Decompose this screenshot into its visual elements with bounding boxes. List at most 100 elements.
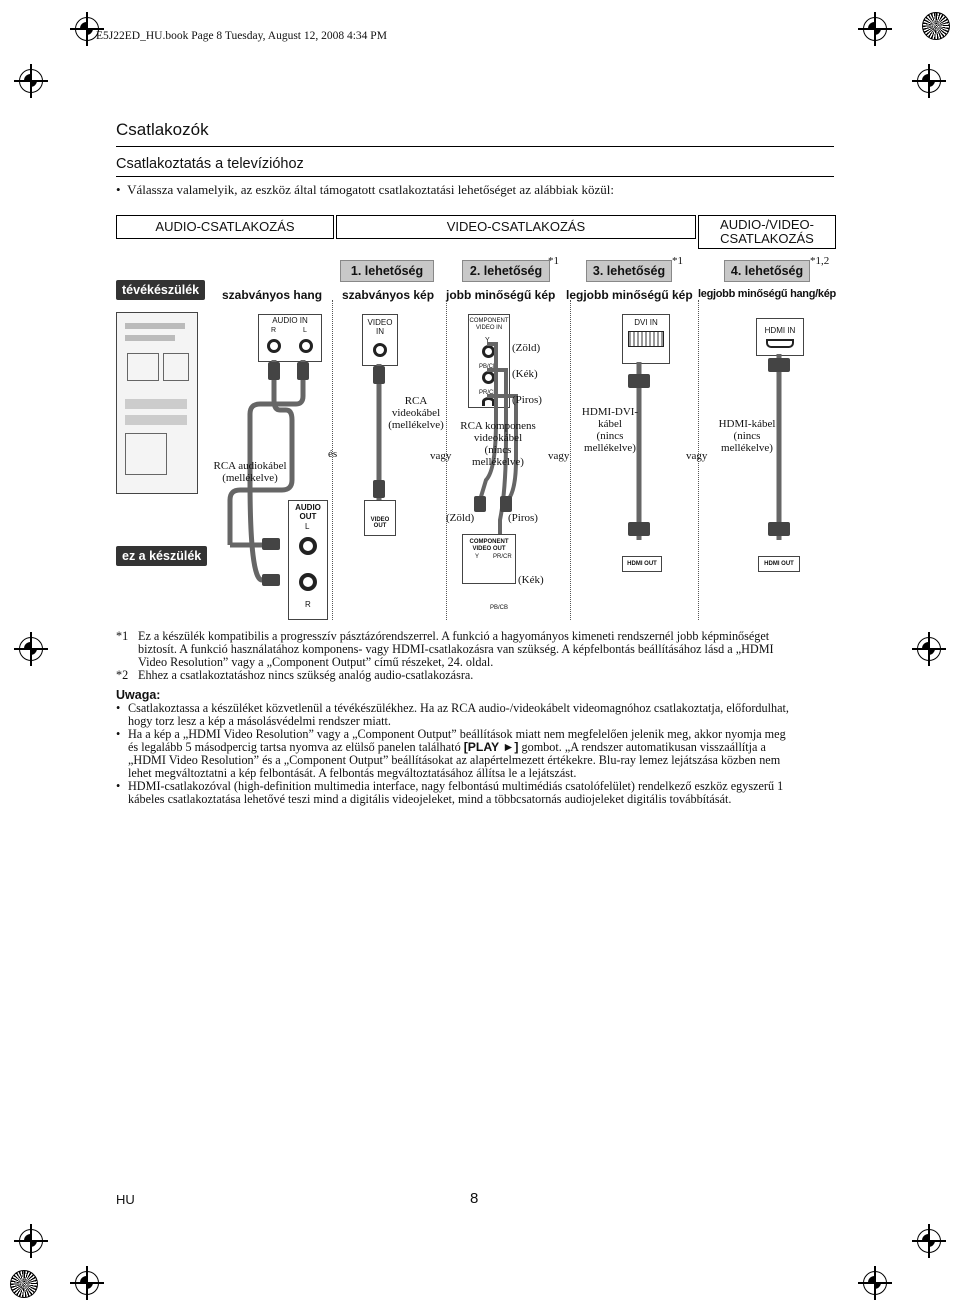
separator [332,300,333,620]
pr-label: PR/CR [493,554,512,560]
r-label: R [305,600,311,609]
option-3-footnote: *1 [672,255,683,267]
sub-title: Csatlakoztatás a televízióhoz [116,156,304,172]
unit-audio-out-panel: AUDIO OUT L R [288,500,328,620]
note-2-line3: „HDMI Video Resolution” és a „Component … [128,753,781,767]
dvi-port-icon [628,331,664,347]
hdmi-port-icon [766,339,794,348]
hdmi-dvi-line3: (nincs [596,430,624,442]
registration-mark-icon [14,632,48,666]
color-bar-star-icon [10,1270,38,1298]
hdmi-out-label: HDMI OUT [764,561,794,567]
av-category-line1: AUDIO-/VIDEO- [720,217,814,232]
audio-out-label-2: OUT [299,512,317,521]
audio-out-label-1: AUDIO [295,503,321,512]
green-label: (Zöld) [446,512,475,524]
rca-video-cable-label: RCA videokábel (mellékelve) [386,395,446,431]
hdmi-line2: (nincs [733,430,761,442]
bullet: • [116,701,121,715]
rca-video-line1: RCA [404,395,428,407]
tv-label: tévékészülék [116,280,206,300]
note-2-line2-c: gombot. „A rendszer automatikusan vissza… [518,740,766,754]
component-out-label-2: VIDEO OUT [472,546,506,552]
l-label: L [305,522,310,531]
note-2-line4: lehet megváltoztatni a kép felbontását. … [128,766,577,780]
separator [698,300,699,620]
audio-category: AUDIO-CSATLAKOZÁS [116,215,334,239]
tv-component-in-panel: COMPONENT VIDEO IN Y PB/CB PR/CR [468,314,510,408]
hdmi-dvi-line1: HDMI-DVI- [581,406,639,418]
video-category: VIDEO-CSATLAKOZÁS [336,215,696,239]
registration-mark-icon [14,64,48,98]
unit-video-out-panel: VIDEO OUT [364,500,396,536]
registration-mark-icon [14,1224,48,1258]
print-header: E5J22ED_HU.book Page 8 Tuesday, August 1… [96,30,387,42]
footnote-2-line1: Ehhez a csatlakoztatáshoz nincs szükség … [138,668,474,682]
registration-mark-icon [70,12,104,46]
title-rule [116,146,834,147]
note-1-line2: hogy torz lesz a kép a másolásvédelmi re… [128,714,391,728]
video-out-label-1: VIDEO [370,517,390,523]
registration-mark-icon [912,1224,946,1258]
footnote-1-line3: Video Resolution” vagy a „Component Outp… [138,655,494,669]
footnote-2-mark: *2 [116,668,129,682]
footnote-1-line2: biztosít. A funkció használatához kompon… [138,642,774,656]
registration-mark-icon [912,632,946,666]
av-category: AUDIO-/VIDEO- CSATLAKOZÁS [698,215,836,249]
green-label: (Zöld) [512,342,541,354]
y-label: Y [475,554,480,560]
rca-video-line3: (mellékelve) [388,419,444,431]
rca-component-cable-label: RCA komponens videokábel (nincs mellékel… [456,420,540,468]
note-3-line2: kábeles csatlakoztatása lehetővé teszi m… [128,792,732,806]
pr-label: PR/CR [479,390,498,396]
note-2-line2: és legalább 5 másodpercig tartsa nyomva … [128,740,766,754]
av-category-line2: CSATLAKOZÁS [720,231,814,246]
blue-label: (Kék) [512,368,538,380]
video-in-label-2: IN [376,327,384,336]
jack-icon [482,371,495,384]
rca-audio-line1: RCA audiokábel [213,460,287,472]
subtitle-rule [116,176,834,177]
note-2-line1: Ha a kép a „HDMI Video Resolution” vagy … [128,727,786,741]
page-number: 8 [470,1190,479,1207]
jack-icon [299,537,317,555]
separator [446,300,447,620]
notes-title: Uwaga: [116,688,161,702]
hdmi-line1: HDMI-kábel [718,418,776,430]
tv-video-in-panel: VIDEO IN [362,314,398,366]
l-label: L [303,327,307,334]
pb-label: PB/CB [479,364,498,370]
video-out-label-2: OUT [373,523,387,529]
component-in-label-2: VIDEO IN [475,325,503,331]
registration-mark-icon [912,64,946,98]
component-out-label-1: COMPONENT [469,539,509,545]
intro-bullet: • Válassza valamelyik, az eszköz által t… [116,182,614,197]
option-2: 2. lehetőség [462,260,550,282]
footnote-1-mark: *1 [116,629,129,643]
cables-diagram [227,342,790,586]
tv-hdmi-in-panel: HDMI IN [756,318,804,356]
component-in-label-1: COMPONENT [469,318,509,324]
audio-in-label: AUDIO IN [272,316,308,325]
hdmi-out-label: HDMI OUT [627,561,657,567]
separator [570,300,571,620]
quality-best-picture: legjobb minőségű kép [566,288,693,302]
red-label: (Piros) [512,394,542,406]
rca-comp-line1: RCA komponens [460,420,536,432]
this-unit-label: ez a készülék [116,546,208,566]
video-in-label-1: VIDEO [367,318,393,327]
r-label: R [271,327,277,334]
pb-label: PB/CB [490,605,509,611]
rca-audio-cable-label: RCA audiokábel (mellékelve) [200,460,300,484]
registration-mark-icon [858,12,892,46]
rca-comp-line4: mellékelve) [472,456,524,468]
hdmi-cable-label: HDMI-kábel (nincs mellékelve) [712,418,782,454]
red-label: (Piros) [508,512,538,524]
or-label: vagy [548,450,570,462]
unit-hdmi-out-panel: HDMI OUT [758,556,800,572]
color-bar-star-icon [922,12,950,40]
quality-standard-sound: szabványos hang [222,288,323,302]
quality-standard-picture: szabványos kép [342,288,435,302]
option-4-footnote: *1,2 [810,255,830,267]
option-1: 1. lehetőség [340,260,434,282]
